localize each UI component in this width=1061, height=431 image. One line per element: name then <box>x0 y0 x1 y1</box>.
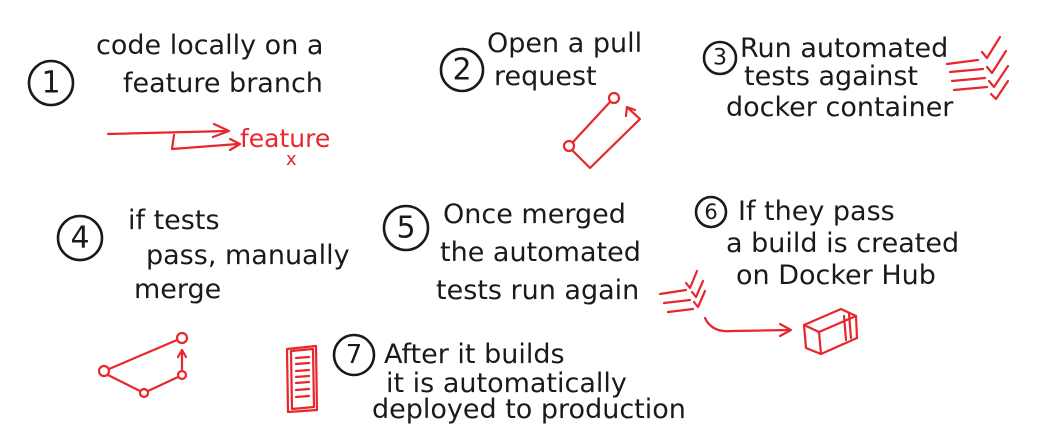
step-1-line-2: feature branch <box>123 68 323 99</box>
step-7-line-2: it is automatically <box>386 368 627 399</box>
step-1: 1 code locally on a feature branch <box>27 30 323 107</box>
step-3-number: 3 <box>713 46 727 71</box>
step-6-line-1: If they pass <box>738 196 895 227</box>
step-2: 2 Open a pull request <box>439 28 642 93</box>
merge-icon <box>97 331 189 399</box>
server-icon <box>285 344 319 414</box>
step-2-number-circle <box>439 47 485 93</box>
step-7-number: 7 <box>346 340 363 370</box>
step-3-line-1: Run automated <box>740 33 948 64</box>
step-6: 6 If they pass a build is created on Doc… <box>694 195 959 291</box>
feature-branch-label: feature <box>240 124 330 153</box>
step-7-line-3: deployed to production <box>372 394 686 425</box>
step-6-line-3: on Docker Hub <box>736 260 936 291</box>
feature-branch-mark: x <box>286 149 297 170</box>
step-6-number: 6 <box>704 200 717 224</box>
step-5: 5 Once merged the automated tests run ag… <box>382 199 641 306</box>
step-5-line-1: Once merged <box>443 199 626 230</box>
step-5-number: 5 <box>396 211 415 246</box>
step-4: 4 if tests pass, manually merge <box>56 205 350 305</box>
step-5-line-3: tests run again <box>436 275 639 306</box>
step-2-line-1: Open a pull <box>487 28 642 59</box>
step-2-line-2: request <box>494 61 597 92</box>
step-3-number-circle <box>702 40 738 76</box>
step-3-line-2: tests against <box>744 61 918 92</box>
step-1-number: 1 <box>41 66 60 101</box>
step-4-number-circle <box>56 214 104 262</box>
step-7-line-1: After it builds <box>384 339 565 370</box>
step-2-number: 2 <box>452 53 471 88</box>
step-4-line-3: merge <box>134 274 221 305</box>
pull-request-icon <box>562 91 642 170</box>
step-1-number-circle <box>27 59 75 107</box>
step-1-line-1: code locally on a <box>96 30 323 61</box>
step-4-line-2: pass, manually <box>146 240 350 271</box>
step-6-number-circle <box>694 195 728 229</box>
test-checks-icon <box>658 269 707 314</box>
step-4-line-1: if tests <box>128 205 220 236</box>
step-3: 3 Run automated tests against docker con… <box>702 33 954 123</box>
checklist-icon <box>945 35 1010 101</box>
step-4-number: 4 <box>70 221 89 256</box>
step-7: 7 After it builds it is automatically de… <box>332 333 686 425</box>
step-7-number-circle <box>332 333 376 377</box>
step-5-number-circle <box>382 204 430 252</box>
step-3-line-3: docker container <box>726 92 954 123</box>
step-5-line-2: the automated <box>440 237 641 268</box>
docker-box-icon <box>802 307 859 356</box>
arrow-to-hub-icon <box>703 316 793 338</box>
branch-arrow-icon: feature x <box>106 122 330 170</box>
step-6-line-2: a build is created <box>726 228 959 259</box>
